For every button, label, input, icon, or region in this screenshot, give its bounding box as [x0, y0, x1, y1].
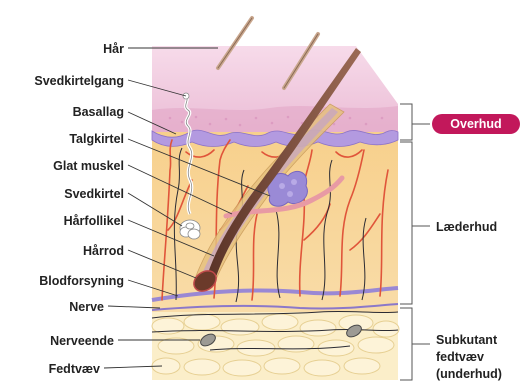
label-svedkirtelgang: Svedkirtelgang	[34, 74, 124, 88]
subkutant-label-2: fedtvæv	[436, 350, 484, 364]
subcutaneous-fat	[152, 312, 399, 380]
overhud-badge: Overhud	[432, 114, 520, 134]
overhud-label: Overhud	[450, 117, 501, 131]
label-fedtvaev: Fedtvæv	[49, 362, 100, 376]
label-haarrod: Hårrod	[83, 244, 124, 258]
label-nerveende: Nerveende	[50, 334, 114, 348]
laederhud-label: Læderhud	[436, 220, 497, 234]
label-basallag: Basallag	[73, 105, 124, 119]
layer-brackets	[400, 104, 430, 380]
subkutant-label-3: (underhud)	[436, 367, 502, 381]
epidermis	[152, 46, 398, 132]
label-svedkirtel: Svedkirtel	[64, 187, 124, 201]
label-glat-muskel: Glat muskel	[53, 159, 124, 173]
subkutant-label-1: Subkutant	[436, 333, 498, 347]
label-blodforsyning: Blodforsyning	[39, 274, 124, 288]
label-talgkirtel: Talgkirtel	[69, 132, 124, 146]
label-haarfollikel: Hårfollikel	[64, 214, 124, 228]
label-nerve: Nerve	[69, 300, 104, 314]
label-haar: Hår	[103, 42, 124, 56]
